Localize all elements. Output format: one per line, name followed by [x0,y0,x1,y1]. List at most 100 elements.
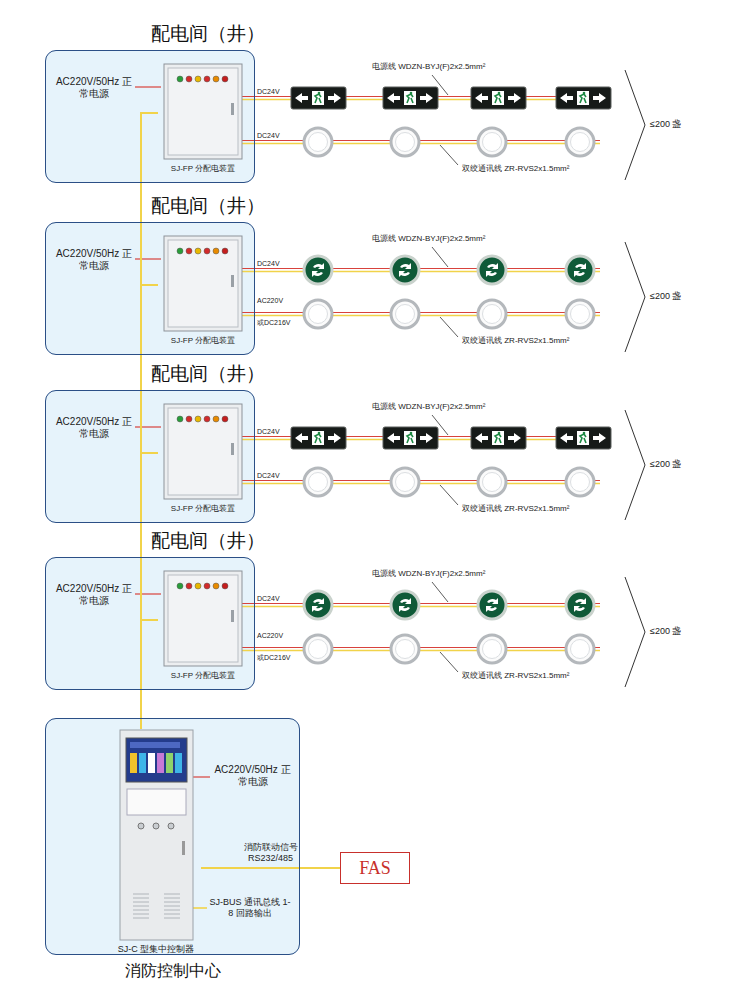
lighting-lamp [304,468,332,496]
room-panel: SJ-FP 分配电装置配电间（井） [45,222,255,355]
cable-spec: 双绞通讯线 ZR-RVS2x1.5mm² [462,164,569,174]
quantity-bracket [625,410,645,520]
cabinet-unit: SJ-FP 分配电装置 [158,63,248,174]
distribution-cabinet [163,570,243,667]
room-heading: 配电间（井） [151,361,265,387]
cable-spec: 电源线 WDZN-BYJ(F)2x2.5mm² [372,234,485,244]
power-wire [242,268,600,269]
exit-sign-lamp [383,427,438,449]
lighting-lamp [566,300,594,328]
power-supply-note: AC220V/50Hz 正常电源 [55,76,133,100]
edge-label: 消防联动信号 RS232/485 [236,842,306,864]
cabinet-unit: SJ-FP 分配电装置 [158,235,248,346]
voltage-label: DC24V [257,88,280,96]
leader-line [440,317,458,337]
room-ground [45,557,255,690]
controller-caption: SJ-C 型集中控制器 [111,943,201,956]
quantity-note: ≤200 盏 [650,459,681,470]
power-supply-note: AC220V/50Hz 正常电源 [55,416,133,440]
voltage-label: DC24V [257,132,280,140]
leader-line [432,582,448,602]
bus-line [141,285,158,729]
lighting-lamp [566,635,594,663]
lighting-lamp [566,468,594,496]
bus-line [141,453,158,729]
quantity-bracket [625,70,645,180]
exit-sign-lamp [471,87,526,109]
exit-sign-lamp [556,427,611,449]
voltage-label: DC24V [257,428,280,436]
cabinet-caption: SJ-FP 分配电装置 [158,335,248,346]
voltage-label: 或DC216V [257,319,290,327]
cable-spec: 双绞通讯线 ZR-RVS2x1.5mm² [462,504,569,514]
voltage-label: DC24V [257,260,280,268]
fas-box: FAS [340,852,410,884]
room-panel: SJ-FP 分配电装置配电间（井） [45,557,255,690]
distribution-cabinet [163,63,243,160]
bus-line [201,867,340,869]
comm-wire [242,606,600,607]
lighting-lamp [391,300,419,328]
leader-line [432,415,448,435]
power-wire [242,96,600,97]
cabinet-unit: SJ-FP 分配电装置 [158,403,248,514]
exit-sign-lamp [471,427,526,449]
comm-wire [242,271,600,272]
exit-sign-lamp [291,87,346,109]
voltage-label: DC24V [257,472,280,480]
evacuation-lamp [304,256,332,284]
cable-spec: 电源线 WDZN-BYJ(F)2x2.5mm² [372,402,485,412]
supply-wire [135,593,161,594]
evacuation-lamp [478,591,506,619]
voltage-label: AC220V [257,632,283,640]
power-supply-note: AC220V/50Hz 正常电源 [55,248,133,272]
distribution-cabinet [163,403,243,500]
cable-spec: 双绞通讯线 ZR-RVS2x1.5mm² [462,336,569,346]
comm-wire [242,99,600,100]
supply-wire [135,86,161,87]
evacuation-lamp [566,591,594,619]
power-wire [242,480,600,481]
evacuation-lamp [566,256,594,284]
supply-wire [193,776,210,777]
power-supply-note: AC220V/50Hz 正常电源 [55,583,133,607]
quantity-bracket [625,242,645,352]
evacuation-lamp [304,591,332,619]
lighting-lamp [391,635,419,663]
lighting-lamp [478,300,506,328]
cable-spec: 双绞通讯线 ZR-RVS2x1.5mm² [462,671,569,681]
lighting-lamp [478,128,506,156]
exit-sign-lamp [291,427,346,449]
lighting-lamp [566,128,594,156]
leader-line [432,247,448,267]
leader-line [440,485,458,505]
power-wire [242,436,600,437]
room-panel: SJ-FP 分配电装置配电间（井） [45,390,255,523]
comm-wire [242,483,600,484]
fas-label: FAS [341,853,409,883]
quantity-note: ≤200 盏 [650,291,681,302]
voltage-label: DC24V [257,595,280,603]
quantity-note: ≤200 盏 [650,626,681,637]
cabinet-caption: SJ-FP 分配电装置 [158,670,248,681]
cable-spec: 电源线 WDZN-BYJ(F)2x2.5mm² [372,62,485,72]
room-panel: SJ-C 型集中控制器消防控制中心 [45,718,300,955]
cabinet-caption: SJ-FP 分配电装置 [158,503,248,514]
room-heading: 配电间（井） [151,21,265,47]
comm-wire [242,143,600,144]
leader-line [432,75,448,95]
distribution-cabinet [163,235,243,332]
bus-line [141,620,158,729]
cabinet-unit: SJ-FP 分配电装置 [158,570,248,681]
cabinet-caption: SJ-FP 分配电装置 [158,163,248,174]
power-supply-note: AC220V/50Hz 正常电源 [210,764,295,788]
room-heading: 消防控制中心 [46,961,299,982]
voltage-label: AC220V [257,297,283,305]
quantity-note: ≤200 盏 [650,119,681,130]
lighting-lamp [391,468,419,496]
evacuation-lamp [391,256,419,284]
supply-wire [135,258,161,259]
leader-line [440,145,458,165]
